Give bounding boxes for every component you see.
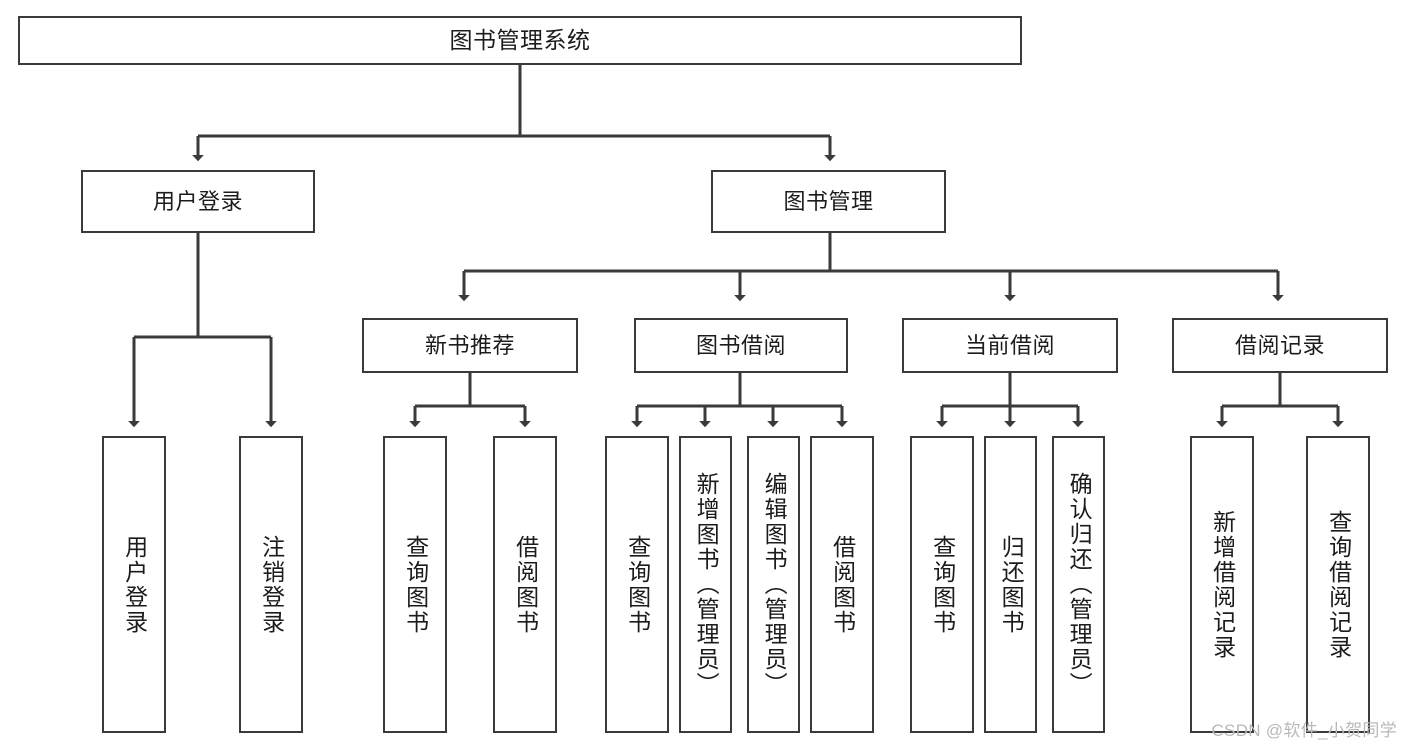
node-current-borrow[interactable]: 当前借阅 xyxy=(902,318,1118,373)
leaf-edit-book-label: 编辑图书（管理员） xyxy=(761,472,788,697)
leaf-add-record[interactable]: 新增借阅记录 xyxy=(1190,436,1254,733)
leaf-confirm-return[interactable]: 确认归还（管理员） xyxy=(1052,436,1105,733)
leaf-query-record[interactable]: 查询借阅记录 xyxy=(1306,436,1370,733)
node-new-book-rec-label: 新书推荐 xyxy=(424,332,515,358)
leaf-query-book-1-label: 查询图书 xyxy=(402,534,429,635)
leaf-add-record-label: 新增借阅记录 xyxy=(1209,509,1236,660)
node-current-borrow-label: 当前借阅 xyxy=(964,332,1055,358)
leaf-add-book[interactable]: 新增图书（管理员） xyxy=(679,436,732,733)
leaf-query-book-3-label: 查询图书 xyxy=(929,534,956,635)
watermark: CSDN @软件_小贺同学 xyxy=(1211,721,1397,740)
node-borrow-record[interactable]: 借阅记录 xyxy=(1172,318,1388,373)
leaf-query-book-2-label: 查询图书 xyxy=(624,534,651,635)
leaf-borrow-book-2[interactable]: 借阅图书 xyxy=(810,436,874,733)
leaf-query-book-1[interactable]: 查询图书 xyxy=(383,436,447,733)
leaf-confirm-return-label: 确认归还（管理员） xyxy=(1066,472,1093,697)
leaf-query-book-2[interactable]: 查询图书 xyxy=(605,436,669,733)
node-root-label: 图书管理系统 xyxy=(449,26,591,53)
leaf-user-login[interactable]: 用户登录 xyxy=(102,436,166,733)
node-book-borrow[interactable]: 图书借阅 xyxy=(634,318,848,373)
leaf-logout-label: 注销登录 xyxy=(258,534,285,635)
leaf-borrow-book-2-label: 借阅图书 xyxy=(829,534,856,635)
leaf-return-book[interactable]: 归还图书 xyxy=(984,436,1037,733)
leaf-borrow-book-1-label: 借阅图书 xyxy=(512,534,539,635)
leaf-return-book-label: 归还图书 xyxy=(998,534,1025,635)
leaf-query-record-label: 查询借阅记录 xyxy=(1325,509,1352,660)
node-book-borrow-label: 图书借阅 xyxy=(695,332,786,358)
node-borrow-record-label: 借阅记录 xyxy=(1234,332,1325,358)
node-root[interactable]: 图书管理系统 xyxy=(18,16,1022,65)
leaf-borrow-book-1[interactable]: 借阅图书 xyxy=(493,436,557,733)
node-new-book-rec[interactable]: 新书推荐 xyxy=(362,318,578,373)
leaf-query-book-3[interactable]: 查询图书 xyxy=(910,436,974,733)
leaf-add-book-label: 新增图书（管理员） xyxy=(693,472,720,697)
leaf-user-login-label: 用户登录 xyxy=(121,534,148,635)
node-user-login[interactable]: 用户登录 xyxy=(81,170,315,233)
node-user-login-label: 用户登录 xyxy=(152,188,243,214)
leaf-logout[interactable]: 注销登录 xyxy=(239,436,303,733)
node-book-manage-label: 图书管理 xyxy=(783,188,874,214)
leaf-edit-book[interactable]: 编辑图书（管理员） xyxy=(747,436,800,733)
node-book-manage[interactable]: 图书管理 xyxy=(711,170,946,233)
